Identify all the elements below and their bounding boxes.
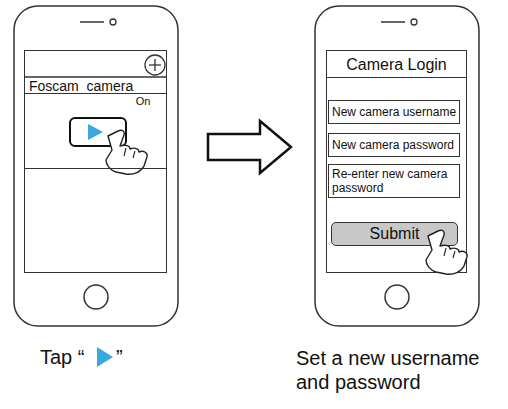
node-text: On [136,95,151,108]
plus-icon [145,55,165,75]
input-field: New camera username [328,100,460,124]
phone-body [315,6,479,326]
node-text: Camera Login [327,51,466,78]
input-field: Re-enter new camera password [328,164,460,198]
camera-panel: On [24,93,167,169]
input-field: New camera password [328,133,460,157]
home-button [385,285,409,309]
caption-label: Tap “ [40,345,84,369]
home-button [84,285,108,309]
caption-label: Set a new username and password [296,346,501,394]
node-text: New camera password [332,138,457,152]
node-text: Submit [332,223,457,245]
node-text: New camera username [332,105,457,119]
app-screen: Foscam_cameraOn [24,50,167,273]
flow-arrow [208,121,291,173]
caption-label: ” [116,345,123,369]
node-text: Re-enter new camera password [332,167,457,195]
play-icon [97,347,113,367]
login-screen: Camera LoginNew camera usernameNew camer… [326,50,467,273]
submit-button: Submit [331,222,458,246]
phone-body [14,6,178,326]
